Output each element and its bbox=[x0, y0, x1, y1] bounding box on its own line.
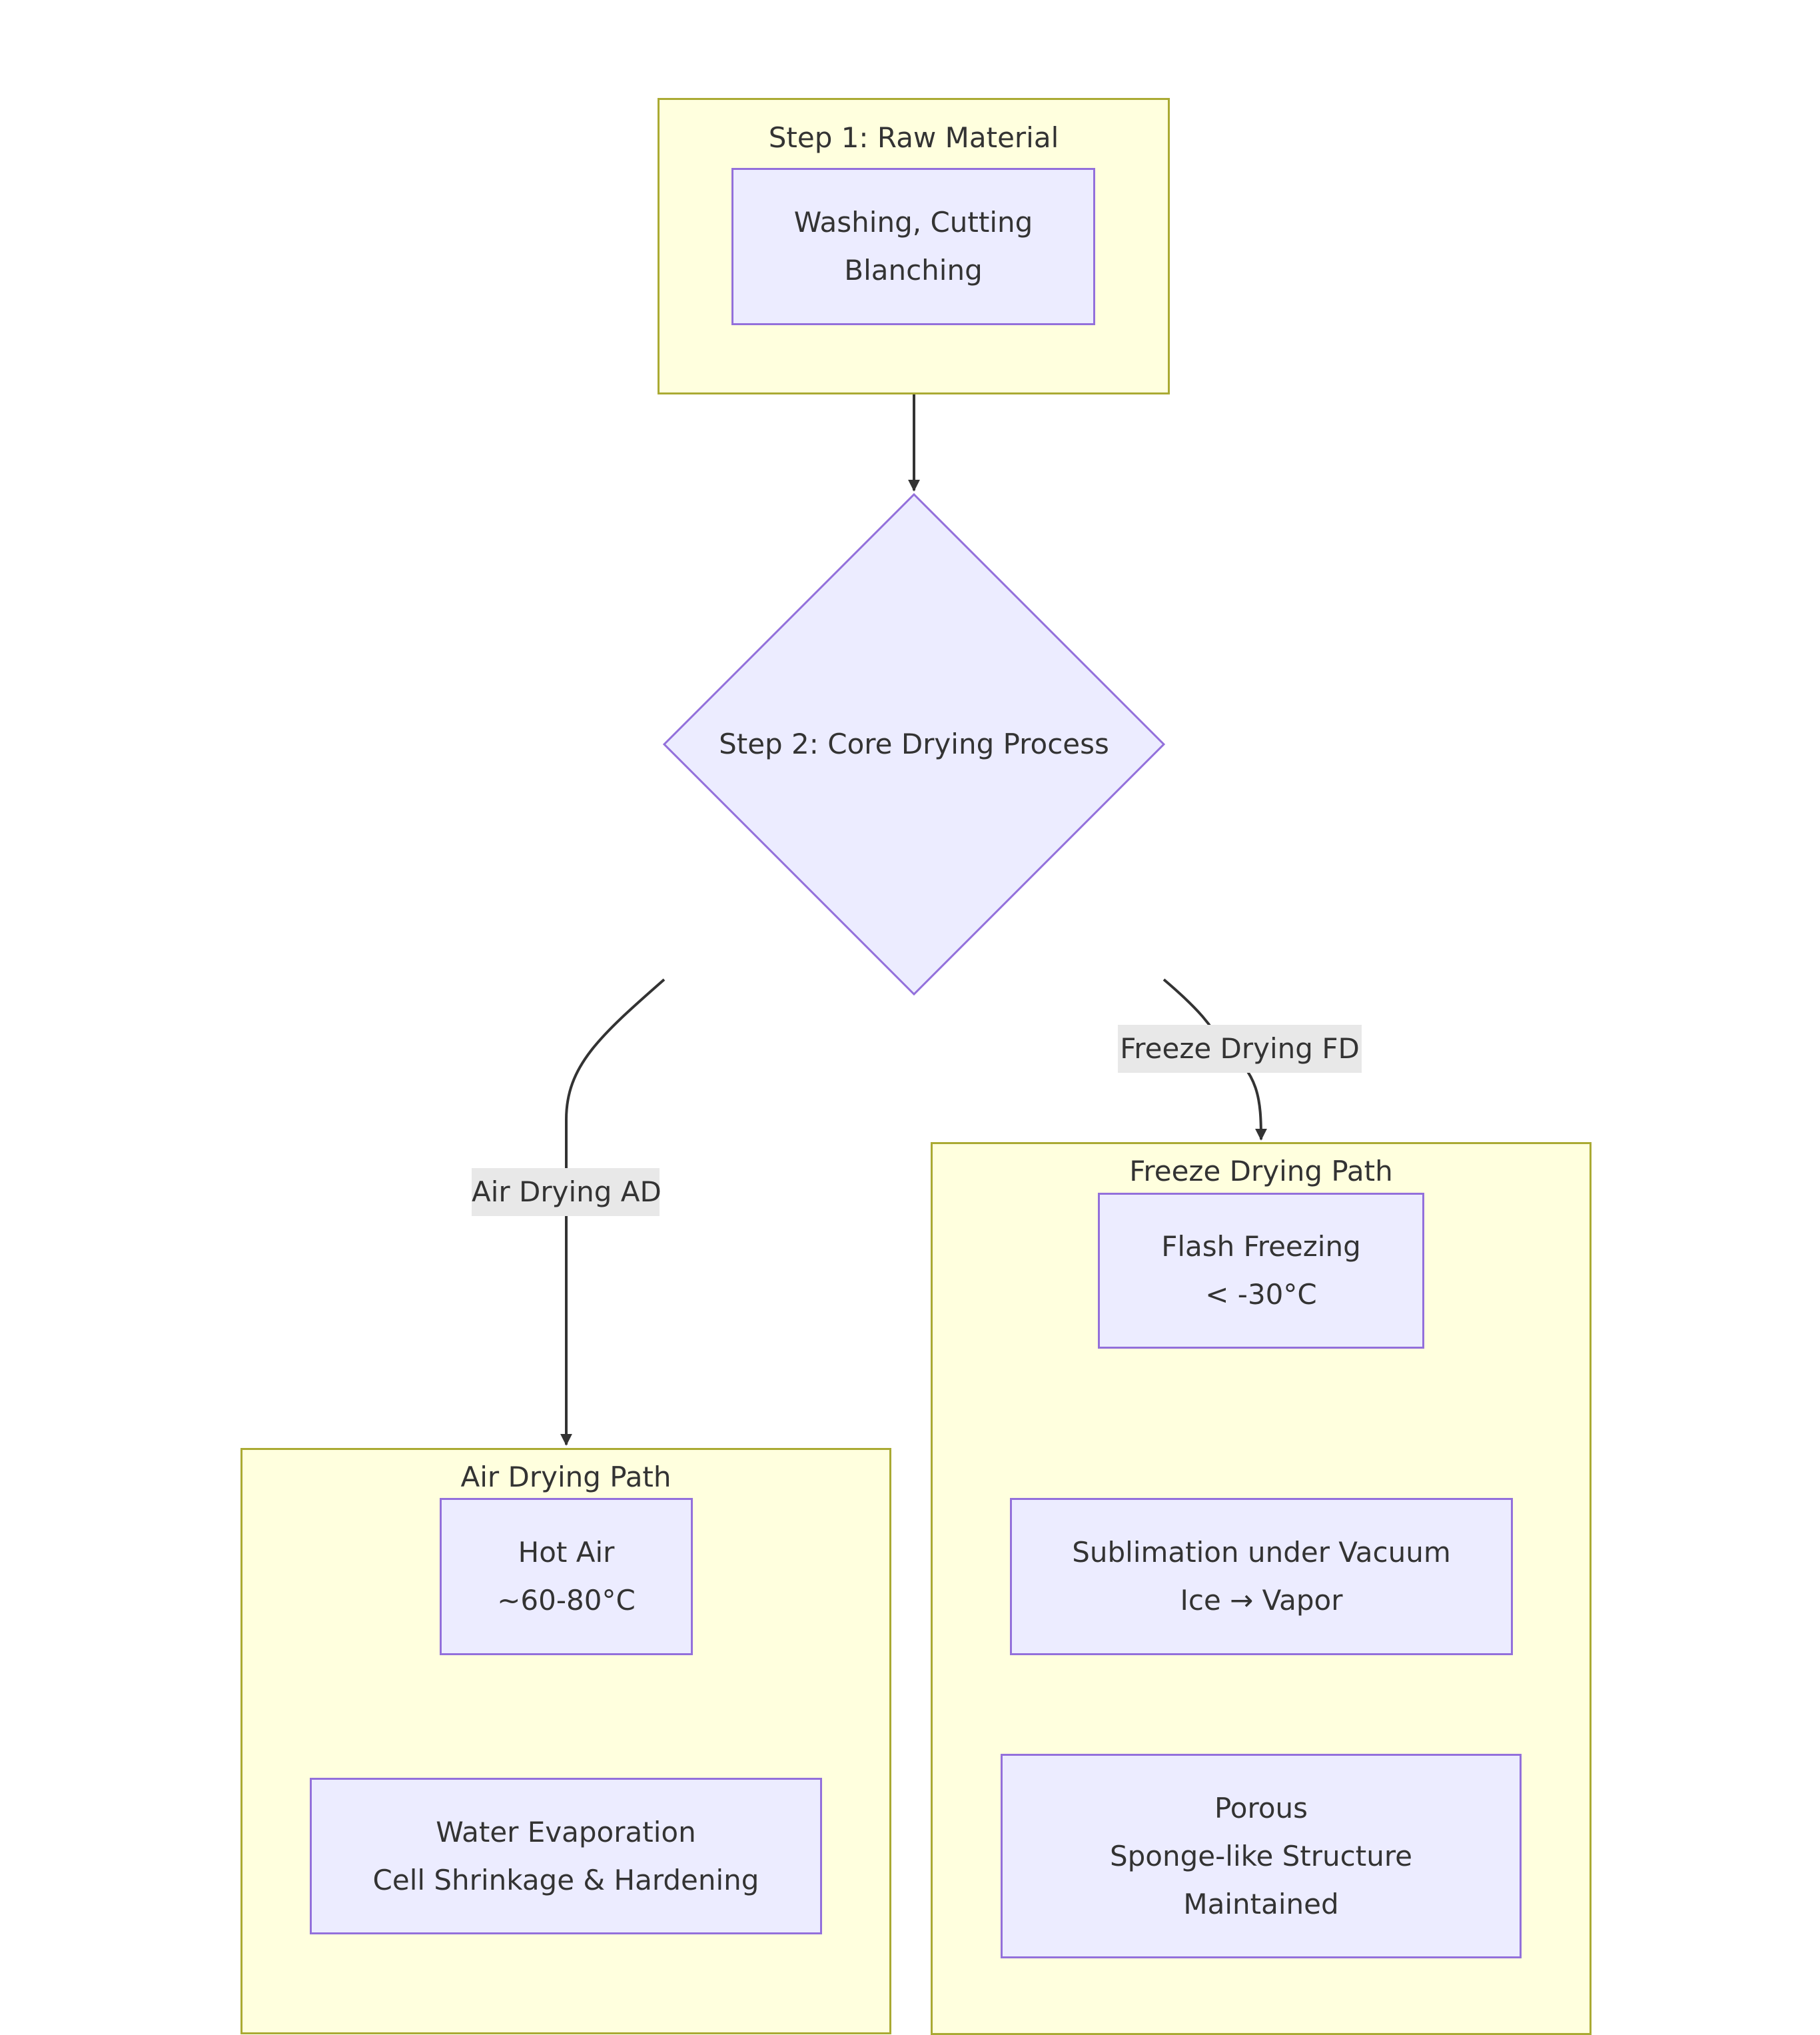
edge-label-air-drying: Air Drying AD bbox=[472, 1168, 662, 1216]
node-label-prep: Washing, Cutting Blanching bbox=[793, 206, 1033, 287]
node-label-evaporation: Water Evaporation Cell Shrinkage & Harde… bbox=[372, 1815, 759, 1896]
edge-label-freeze-drying: Freeze Drying FD bbox=[1118, 1025, 1362, 1073]
cluster-title-air: Air Drying Path bbox=[460, 1461, 672, 1493]
node-flash-freezing[interactable]: Flash Freezing < -30°C bbox=[1098, 1193, 1424, 1349]
node-water-evaporation[interactable]: Water Evaporation Cell Shrinkage & Harde… bbox=[310, 1778, 822, 1934]
node-sublimation[interactable]: Sublimation under Vacuum Ice → Vapor bbox=[1010, 1498, 1513, 1655]
node-label-sublimation: Sublimation under Vacuum Ice → Vapor bbox=[1072, 1536, 1451, 1617]
node-porous-structure[interactable]: Porous Sponge-like Structure Maintained bbox=[1001, 1754, 1522, 1958]
node-label-porous: Porous Sponge-like Structure Maintained bbox=[1109, 1791, 1413, 1920]
node-label-hot-air: Hot Air ~60-80°C bbox=[497, 1536, 636, 1617]
decision-diamond[interactable] bbox=[662, 492, 1166, 996]
node-label-flash: Flash Freezing < -30°C bbox=[1161, 1230, 1361, 1311]
node-hot-air[interactable]: Hot Air ~60-80°C bbox=[440, 1498, 693, 1655]
edge-decision-to-air bbox=[560, 978, 666, 1446]
node-washing-cutting-blanching[interactable]: Washing, Cutting Blanching bbox=[731, 168, 1095, 325]
cluster-title-freeze: Freeze Drying Path bbox=[1129, 1155, 1393, 1187]
decision-label: Step 2: Core Drying Process bbox=[719, 728, 1109, 760]
